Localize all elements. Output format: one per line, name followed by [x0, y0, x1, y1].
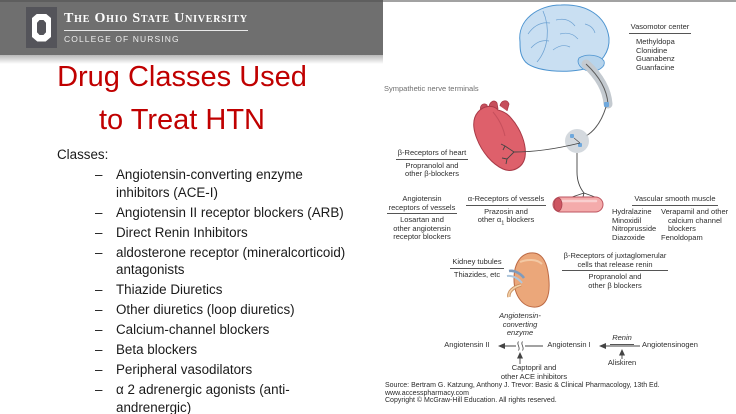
- class-item: Calcium-channel blockers: [95, 321, 371, 339]
- osu-block-o-icon: [26, 7, 57, 48]
- label-angiotensinogen: Angiotensinogen: [642, 340, 698, 349]
- class-item: α 2 adrenergic agonists (anti- andrenerg…: [95, 381, 371, 414]
- class-item: Angiotensin-converting enzyme inhibitors…: [95, 166, 371, 201]
- page-title: Drug Classes Used to Treat HTN: [26, 56, 338, 142]
- label-beta-receptors-heart: β-Receptors of heart Propranolol and oth…: [395, 148, 469, 179]
- label-renin: Renin: [602, 333, 642, 345]
- college-name: COLLEGE OF NURSING: [64, 34, 180, 44]
- class-item: Other diuretics (loop diuretics): [95, 301, 371, 319]
- classes-heading: Classes:: [57, 147, 109, 162]
- page-title-line1: Drug Classes Used: [57, 61, 307, 93]
- class-item: aldosterone receptor (mineralcorticoid) …: [95, 244, 371, 279]
- class-item: Peripheral vasodilators: [95, 361, 371, 379]
- university-wordmark: The Ohio State University COLLEGE OF NUR…: [64, 9, 248, 44]
- label-vascular-smooth-muscle: Vascular smooth muscle: [620, 194, 730, 208]
- label-angiotensin-receptors-vessels: Angiotensin receptors of vessels Losarta…: [386, 194, 458, 242]
- class-item: Angiotensin II receptor blockers (ARB): [95, 204, 371, 222]
- classes-list: Angiotensin-converting enzyme inhibitors…: [95, 166, 371, 414]
- label-juxtaglomerular: β-Receptors of juxtaglomerular cells tha…: [561, 251, 669, 290]
- label-sympathetic-nerve-terminals: Sympathetic nerve terminals: [384, 84, 479, 93]
- page-title-line2: to Treat HTN: [99, 104, 265, 136]
- class-item: Thiazide Diuretics: [95, 281, 371, 299]
- label-angiotensin-II: Angiotensin II: [444, 340, 490, 349]
- class-item: Direct Renin Inhibitors: [95, 224, 371, 242]
- university-name: The Ohio State University: [64, 11, 248, 31]
- label-captopril: Captopril and other ACE inhibitors: [500, 363, 568, 381]
- header-bar-shadow: [0, 55, 383, 64]
- drugs-vasomotor: Methyldopa Clonidine Guanabenz Guanfacin…: [636, 37, 675, 72]
- label-aliskiren: Aliskiren: [607, 358, 637, 367]
- drugs-vascular-col2: Verapamil and other calcium channel bloc…: [661, 207, 729, 242]
- class-item: Beta blockers: [95, 341, 371, 359]
- header-bar: [0, 0, 383, 55]
- label-angiotensin-I: Angiotensin I: [547, 340, 591, 349]
- label-kidney-tubules: Kidney tubules Thiazides, etc: [450, 257, 504, 279]
- source-citation: Source: Bertram G. Katzung, Anthony J. T…: [385, 382, 660, 405]
- label-alpha-receptors-vessels: α-Receptors of vessels Prazosin and othe…: [465, 194, 547, 227]
- drugs-vascular-col1: Hydralazine Minoxidil Nitroprusside Diaz…: [612, 207, 657, 242]
- label-vasomotor-center: Vasomotor center: [604, 22, 716, 36]
- label-ace-enzyme: Angiotensin- converting enzyme: [499, 311, 541, 338]
